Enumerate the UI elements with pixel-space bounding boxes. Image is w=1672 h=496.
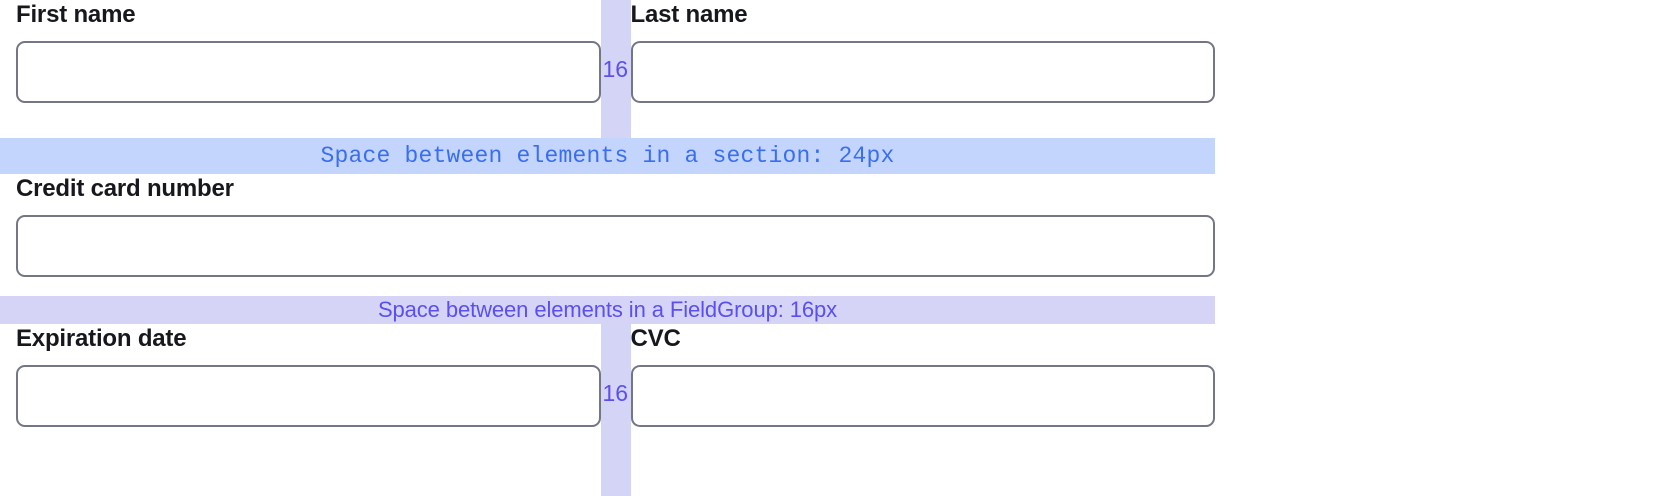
- last-name-field: Last name: [630, 0, 1215, 103]
- first-name-field: First name: [16, 0, 601, 103]
- expiration-date-label: Expiration date: [16, 325, 187, 352]
- first-name-label: First name: [16, 1, 136, 28]
- cvc-field: CVC: [630, 324, 1215, 427]
- last-name-label: Last name: [630, 1, 748, 28]
- expiry-field-group: Expiration date 16 CVC: [0, 324, 1215, 496]
- name-row-gap-band: 16: [600, 0, 631, 138]
- section-spacing-annotation: Space between elements in a section: 24p…: [0, 138, 1215, 174]
- cvc-label: CVC: [630, 325, 681, 352]
- credit-card-number-label: Credit card number: [16, 175, 234, 202]
- expiry-row-gap-label: 16: [602, 380, 629, 406]
- credit-card-field: Credit card number: [0, 174, 1215, 296]
- fieldgroup-spacing-annotation: Space between elements in a FieldGroup: …: [0, 296, 1215, 324]
- expiration-date-field: Expiration date: [16, 324, 601, 427]
- expiration-date-input[interactable]: [16, 365, 601, 427]
- first-name-input[interactable]: [16, 41, 601, 103]
- form-content: First name 16 Last name Space between el…: [0, 0, 1215, 496]
- cvc-input[interactable]: [630, 365, 1215, 427]
- last-name-input[interactable]: [630, 41, 1215, 103]
- credit-card-number-input[interactable]: [16, 215, 1215, 277]
- name-field-group: First name 16 Last name: [0, 0, 1215, 138]
- expiry-row-gap-band: 16: [600, 324, 631, 496]
- name-row-gap-label: 16: [602, 56, 629, 82]
